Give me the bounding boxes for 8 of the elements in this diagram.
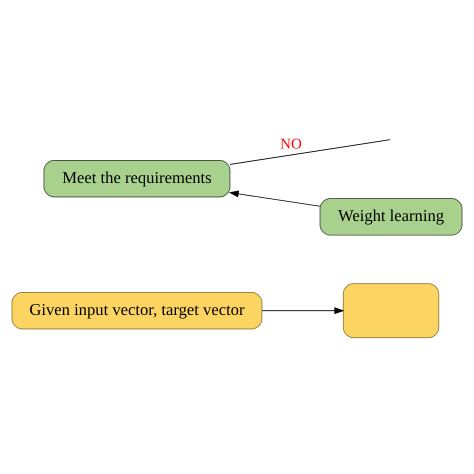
connector (230, 139, 391, 165)
arrow (228, 190, 320, 207)
edge-label: NO (280, 136, 302, 152)
node-box: Weight learning (320, 198, 462, 236)
node-box (342, 283, 440, 338)
node-box: Meet the requirements (44, 160, 230, 198)
arrow (262, 307, 344, 314)
node-box: Given input vector, target vector (12, 292, 262, 330)
